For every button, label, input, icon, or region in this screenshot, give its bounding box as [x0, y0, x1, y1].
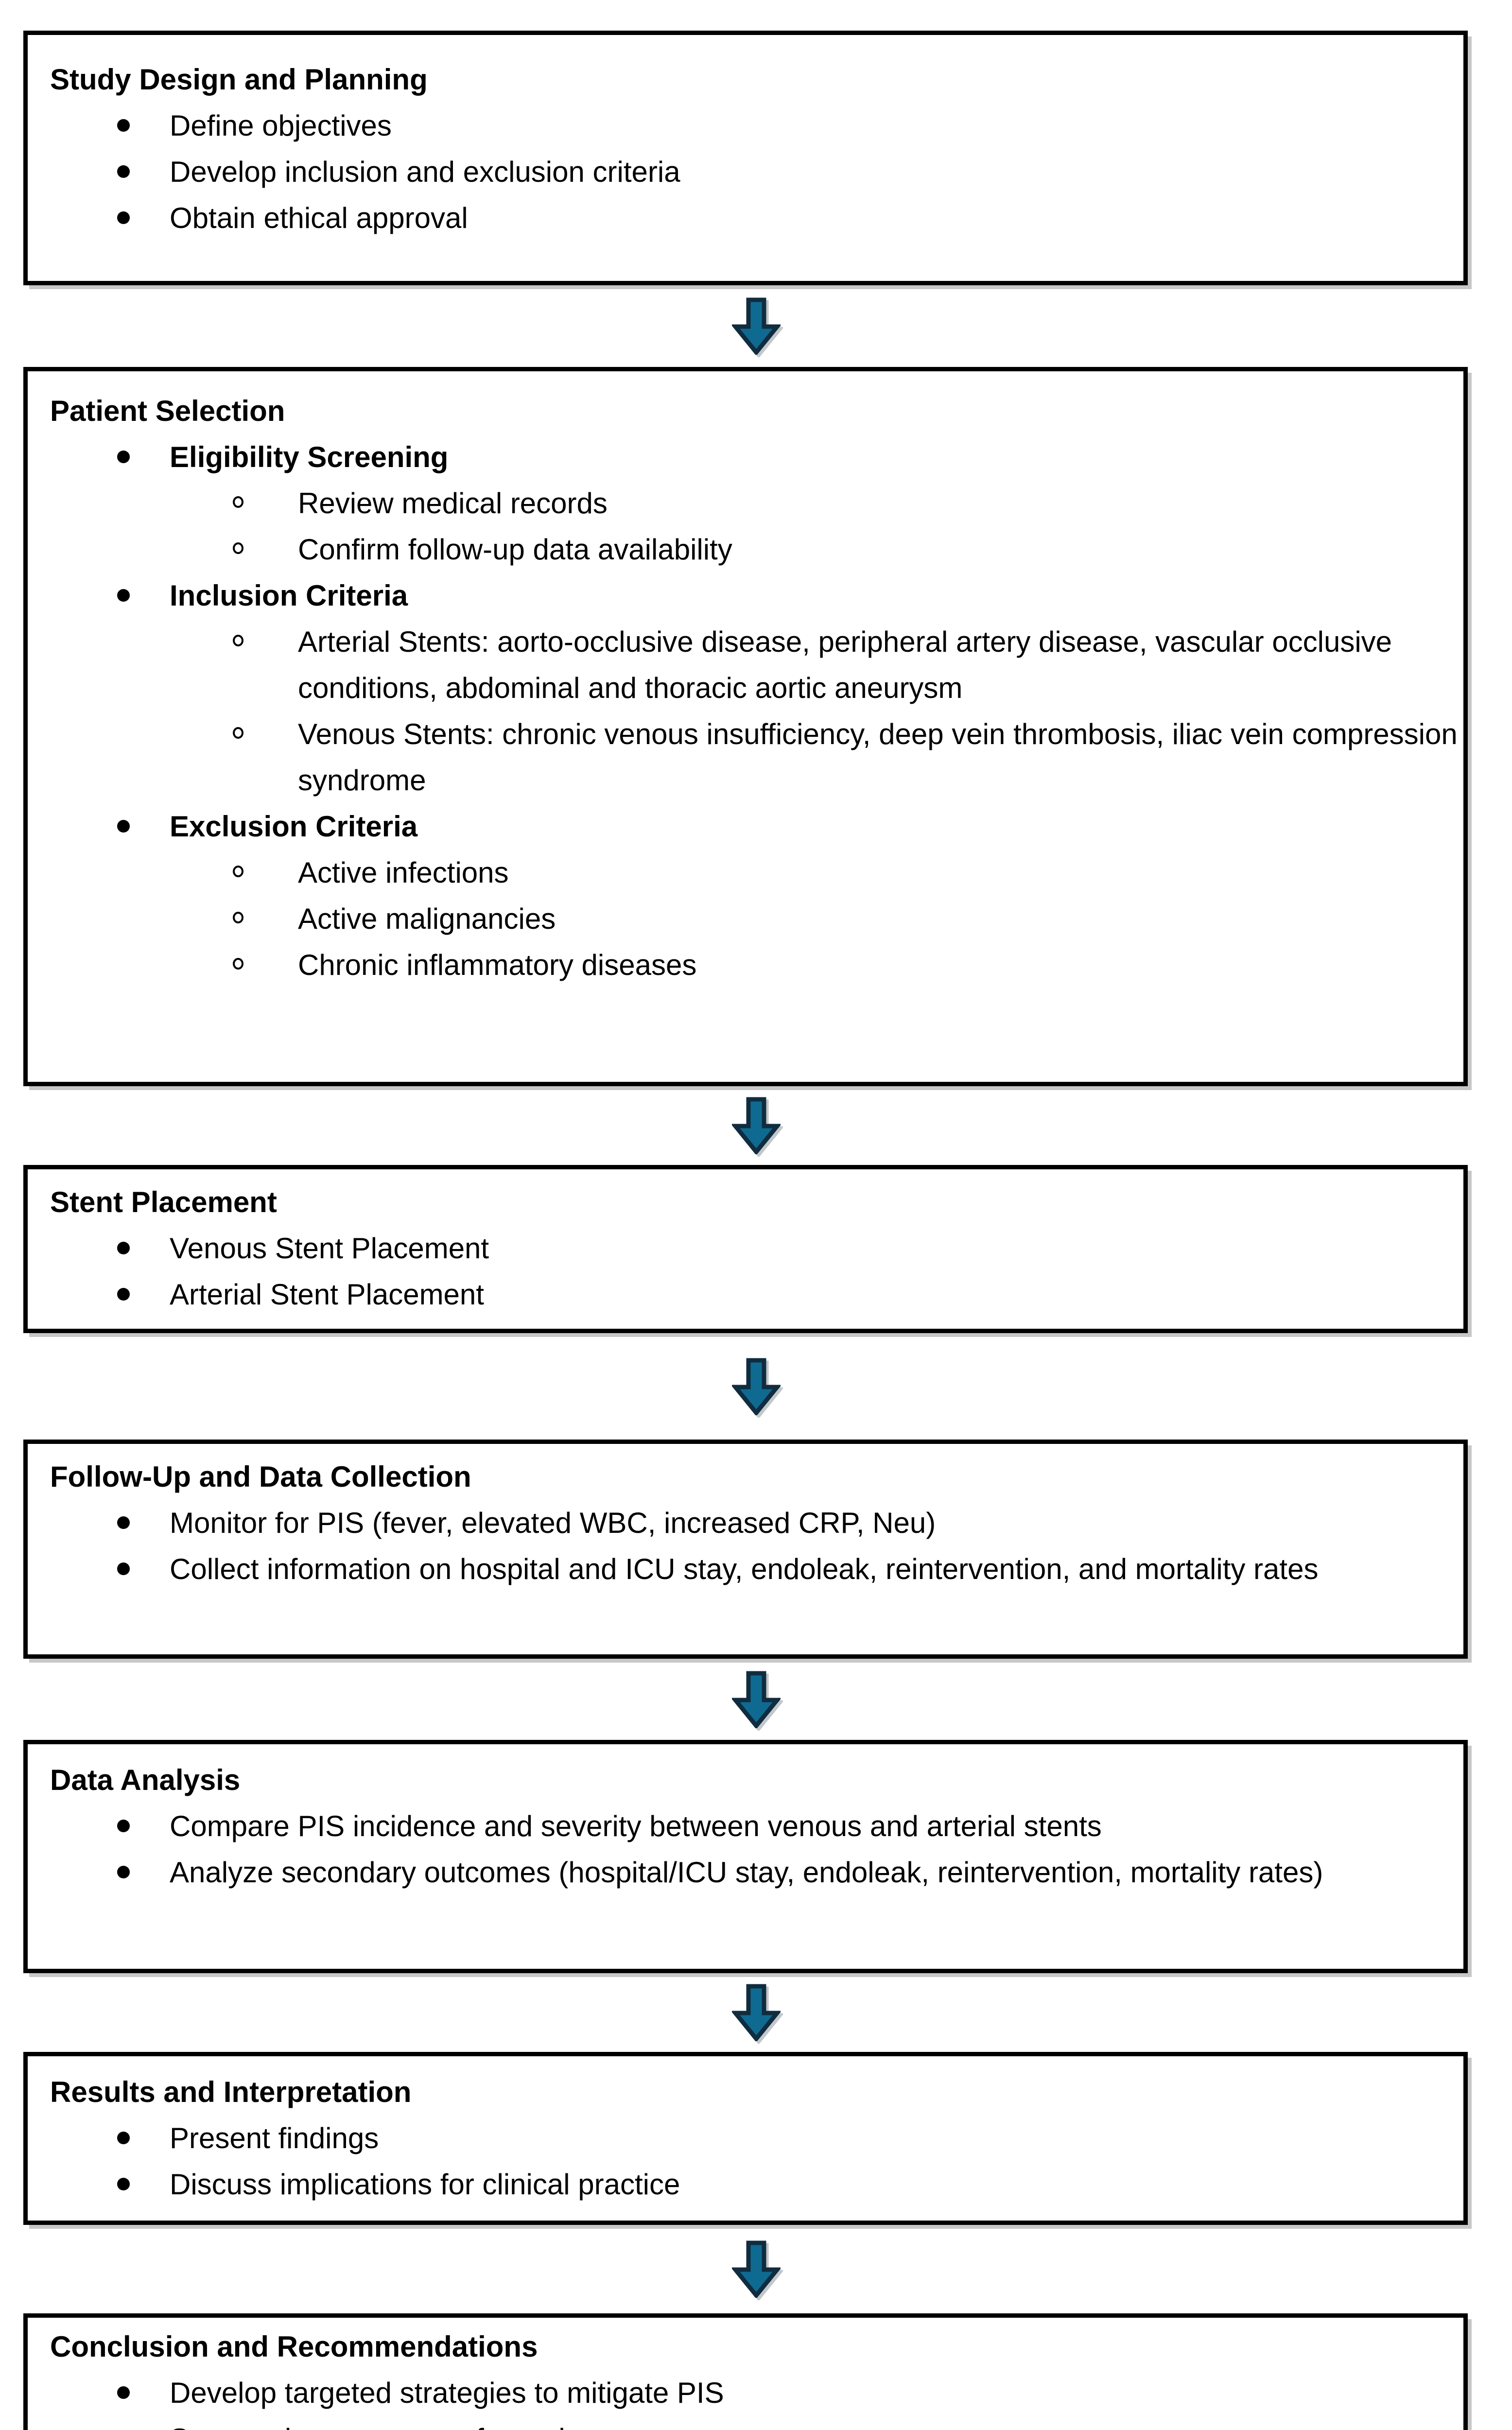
sub-bullet-item: Venous Stents: chronic venous insufficie…	[170, 711, 1463, 803]
flowchart: Study Design and Planning Define objecti…	[0, 31, 1512, 2430]
arrow-gap	[0, 1333, 1512, 1440]
flow-box-study-design: Study Design and Planning Define objecti…	[23, 31, 1468, 285]
bullet-item: Define objectives	[28, 103, 1463, 149]
box-title: Results and Interpretation	[50, 2076, 412, 2108]
bullet-text: Analyze secondary outcomes (hospital/ICU…	[170, 1856, 1323, 1889]
sub-bullet-text: Active malignancies	[298, 903, 556, 935]
bullet-item: Obtain ethical approval	[28, 195, 1463, 241]
bullet-text: Obtain ethical approval	[170, 202, 468, 234]
bullet-item: Discuss implications for clinical practi…	[28, 2161, 1463, 2207]
bullet-item: Develop inclusion and exclusion criteria	[28, 149, 1463, 195]
flow-box-data-analysis: Data Analysis Compare PIS incidence and …	[23, 1740, 1468, 1973]
sub-bullet-item: Arterial Stents: aorto-occlusive disease…	[170, 619, 1463, 711]
arrow-gap	[0, 285, 1512, 367]
sub-bullet-item: Active infections	[170, 850, 1463, 896]
bullet-list: Present findings Discuss implications fo…	[28, 2115, 1463, 2207]
bullet-item: Analyze secondary outcomes (hospital/ICU…	[28, 1849, 1463, 1895]
sub-bullet-item: Review medical records	[170, 480, 1463, 526]
bullet-text: Eligibility Screening	[170, 441, 449, 473]
sub-bullet-text: Arterial Stents: aorto-occlusive disease…	[298, 625, 1392, 704]
flow-box-results: Results and Interpretation Present findi…	[23, 2052, 1468, 2225]
bullet-list: Eligibility Screening Review medical rec…	[28, 434, 1463, 988]
bullet-item: Exclusion Criteria Active infections Act…	[28, 803, 1463, 988]
arrow-gap	[0, 2225, 1512, 2313]
sub-bullet-item: Chronic inflammatory diseases	[170, 942, 1463, 988]
sub-bullet-text: Confirm follow-up data availability	[298, 533, 732, 566]
box-title: Data Analysis	[50, 1764, 241, 1796]
bullet-text: Collect information on hospital and ICU …	[170, 1553, 1319, 1585]
bullet-item: Eligibility Screening Review medical rec…	[28, 434, 1463, 573]
bullet-text: Exclusion Criteria	[170, 810, 418, 843]
bullet-text: Present findings	[170, 2122, 379, 2154]
bullet-item: Present findings	[28, 2115, 1463, 2161]
flow-box-patient-selection: Patient Selection Eligibility Screening …	[23, 367, 1468, 1086]
bullet-text: Discuss implications for clinical practi…	[170, 2168, 680, 2201]
box-title: Conclusion and Recommendations	[50, 2330, 538, 2363]
sub-bullet-text: Venous Stents: chronic venous insufficie…	[298, 718, 1458, 797]
sub-bullet-text: Chronic inflammatory diseases	[298, 949, 697, 981]
sub-bullet-text: Active infections	[298, 856, 509, 889]
box-title: Follow-Up and Data Collection	[50, 1460, 471, 1493]
arrow-gap	[0, 1659, 1512, 1740]
box-title: Stent Placement	[50, 1186, 277, 1218]
bullet-item: Inclusion Criteria Arterial Stents: aort…	[28, 573, 1463, 803]
bullet-text: Inclusion Criteria	[170, 579, 408, 612]
arrow-gap	[0, 1086, 1512, 1165]
bullet-list: Compare PIS incidence and severity betwe…	[28, 1803, 1463, 1895]
sub-bullet-list: Active infections Active malignancies Ch…	[170, 850, 1463, 988]
bullet-list: Monitor for PIS (fever, elevated WBC, in…	[28, 1500, 1463, 1592]
bullet-text: Suggest improvements for patient care	[170, 2423, 671, 2430]
bullet-item: Arterial Stent Placement	[28, 1271, 1463, 1318]
sub-bullet-list: Review medical records Confirm follow-up…	[170, 480, 1463, 573]
sub-bullet-list: Arterial Stents: aorto-occlusive disease…	[170, 619, 1463, 803]
top-margin	[0, 0, 1512, 31]
bullet-item: Develop targeted strategies to mitigate …	[28, 2370, 1463, 2416]
bullet-text: Monitor for PIS (fever, elevated WBC, in…	[170, 1507, 936, 1539]
bullet-item: Monitor for PIS (fever, elevated WBC, in…	[28, 1500, 1463, 1546]
down-arrow-icon	[731, 1358, 781, 1415]
flow-box-stent-placement: Stent Placement Venous Stent Placement A…	[23, 1165, 1468, 1333]
down-arrow-icon	[731, 2240, 781, 2298]
down-arrow-icon	[731, 1671, 781, 1728]
bullet-list: Define objectives Develop inclusion and …	[28, 103, 1463, 241]
bullet-text: Arterial Stent Placement	[170, 1278, 484, 1311]
box-title: Patient Selection	[50, 395, 285, 427]
bullet-list: Develop targeted strategies to mitigate …	[28, 2370, 1463, 2430]
sub-bullet-item: Confirm follow-up data availability	[170, 526, 1463, 573]
bullet-text: Venous Stent Placement	[170, 1232, 489, 1265]
sub-bullet-item: Active malignancies	[170, 896, 1463, 942]
flow-box-follow-up: Follow-Up and Data Collection Monitor fo…	[23, 1440, 1468, 1659]
down-arrow-icon	[731, 1097, 781, 1154]
bullet-item: Compare PIS incidence and severity betwe…	[28, 1803, 1463, 1849]
down-arrow-icon	[731, 1984, 781, 2041]
bullet-text: Compare PIS incidence and severity betwe…	[170, 1810, 1102, 1842]
bullet-list: Venous Stent Placement Arterial Stent Pl…	[28, 1225, 1463, 1318]
bullet-item: Suggest improvements for patient care	[28, 2416, 1463, 2430]
bullet-item: Venous Stent Placement	[28, 1225, 1463, 1271]
flow-box-conclusion: Conclusion and Recommendations Develop t…	[23, 2313, 1468, 2430]
box-title: Study Design and Planning	[50, 63, 428, 96]
down-arrow-icon	[731, 297, 781, 355]
sub-bullet-text: Review medical records	[298, 487, 608, 520]
bullet-text: Develop inclusion and exclusion criteria	[170, 156, 680, 188]
bullet-text: Define objectives	[170, 109, 392, 142]
arrow-gap	[0, 1973, 1512, 2052]
bullet-item: Collect information on hospital and ICU …	[28, 1546, 1463, 1592]
bullet-text: Develop targeted strategies to mitigate …	[170, 2377, 724, 2409]
